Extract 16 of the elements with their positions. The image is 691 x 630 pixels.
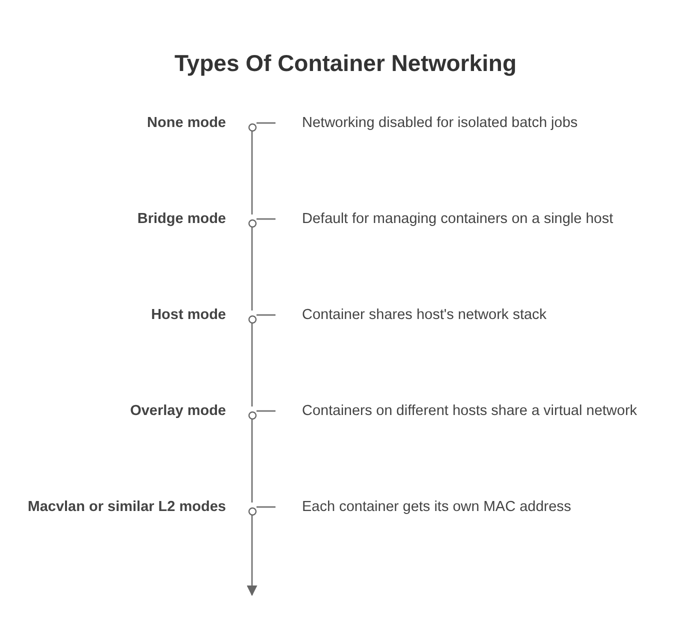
mode-name: Host mode [151, 306, 226, 324]
mode-name: Bridge mode [137, 210, 226, 228]
mode-name: Overlay mode [130, 402, 226, 420]
mode-name: Macvlan or similar L2 modes [28, 498, 226, 516]
connector-line [256, 314, 276, 316]
mode-description: Container shares host's network stack [302, 306, 547, 324]
mode-description: Networking disabled for isolated batch jobs [302, 114, 578, 132]
diagram-title: Types Of Container Networking [173, 50, 518, 77]
mode-description: Each container gets its own MAC address [302, 498, 572, 516]
connector-line [256, 122, 276, 124]
connector-line [256, 410, 276, 412]
mode-name: None mode [147, 114, 226, 132]
connector-line [256, 218, 276, 220]
connector-line [256, 506, 276, 508]
mode-description: Default for managing containers on a single host [302, 210, 614, 228]
mode-description: Containers on different hosts share a virtual network [302, 402, 638, 420]
